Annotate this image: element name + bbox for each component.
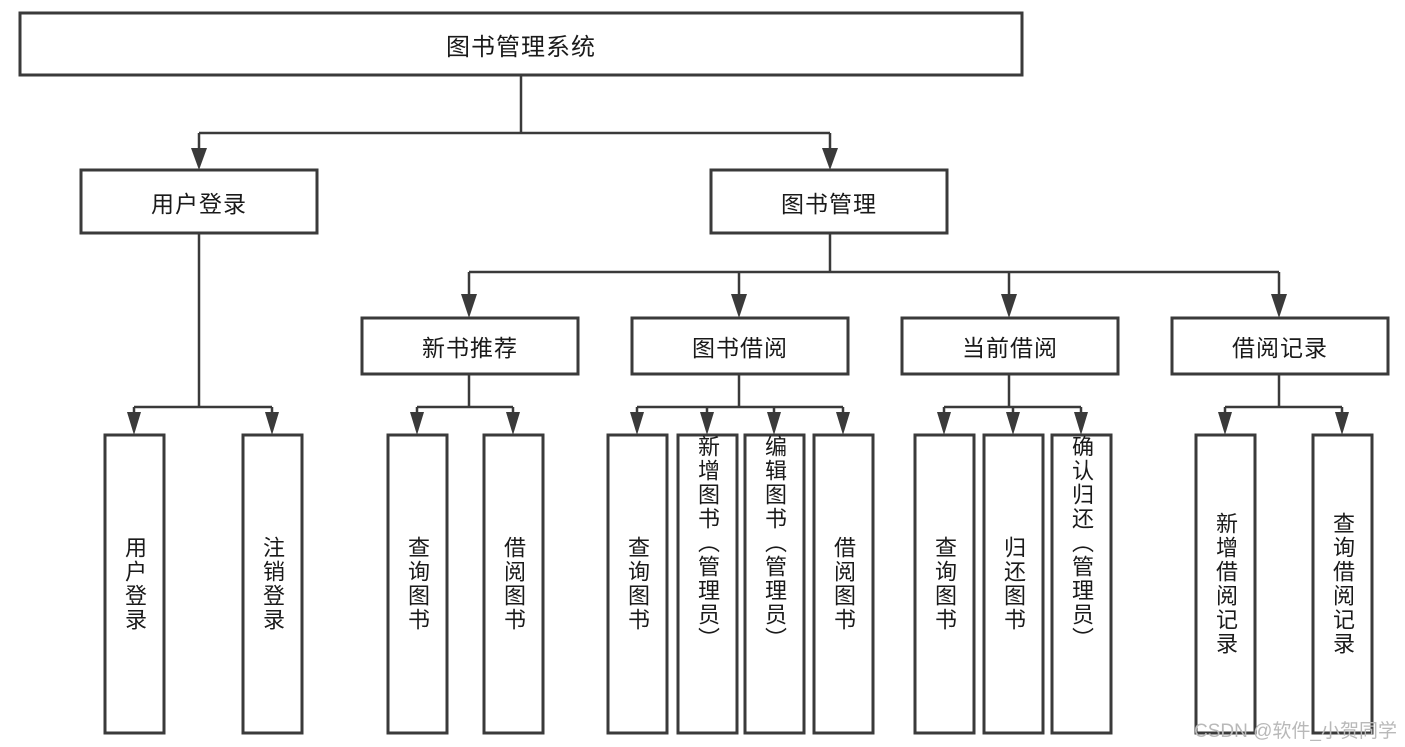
connectors bbox=[127, 75, 1349, 435]
arrow-to-current bbox=[1001, 294, 1017, 318]
arrow-to-leaf-confirm-return bbox=[1074, 412, 1088, 435]
node-box-leaf-query-book-1[interactable] bbox=[386, 433, 449, 735]
node-box-leaf-borrow-book-2[interactable] bbox=[812, 433, 875, 735]
arrow-to-record bbox=[1271, 294, 1287, 318]
arrow-to-newbook bbox=[461, 294, 477, 318]
node-box-book-management[interactable] bbox=[709, 168, 949, 235]
arrow-to-leaf-borrow-book-2 bbox=[836, 412, 850, 435]
node-box-new-book-recommend[interactable] bbox=[360, 316, 580, 376]
node-boxes bbox=[18, 11, 1390, 735]
node-box-borrow-record[interactable] bbox=[1170, 316, 1390, 376]
arrow-to-leaf-borrow-book-1 bbox=[506, 412, 520, 435]
arrow-to-leaf-add-record bbox=[1218, 412, 1232, 435]
node-box-current-borrow[interactable] bbox=[900, 316, 1120, 376]
node-box-leaf-logout[interactable] bbox=[241, 433, 304, 735]
node-box-leaf-return-book[interactable] bbox=[982, 433, 1045, 735]
arrow-to-leaf-add-book bbox=[700, 412, 714, 435]
watermark: CSDN @软件_小贺同学 bbox=[1194, 721, 1397, 742]
node-box-leaf-query-book-2[interactable] bbox=[606, 433, 669, 735]
arrow-to-borrow bbox=[731, 294, 747, 318]
node-box-leaf-add-record[interactable] bbox=[1194, 433, 1257, 735]
arrow-to-leaf-return-book bbox=[1006, 412, 1020, 435]
node-box-user-login[interactable] bbox=[79, 168, 319, 235]
arrow-to-leaf-query-book-2 bbox=[630, 412, 644, 435]
node-box-leaf-add-book[interactable] bbox=[676, 433, 739, 735]
node-box-leaf-confirm-return[interactable] bbox=[1050, 433, 1113, 735]
node-box-book-borrow[interactable] bbox=[630, 316, 850, 376]
arrow-to-leaf-query-book-1 bbox=[410, 412, 424, 435]
arrow-to-user-login bbox=[191, 148, 207, 170]
node-box-leaf-query-book-3[interactable] bbox=[913, 433, 976, 735]
node-box-leaf-edit-book[interactable] bbox=[743, 433, 806, 735]
arrow-to-leaf-query-record bbox=[1335, 412, 1349, 435]
node-box-root[interactable] bbox=[18, 11, 1024, 77]
arrow-to-leaf-logout bbox=[265, 412, 279, 435]
arrow-to-book-management bbox=[822, 148, 838, 170]
node-box-leaf-user-login[interactable] bbox=[103, 433, 166, 735]
arrow-to-leaf-user-login bbox=[127, 412, 141, 435]
arrow-to-leaf-edit-book bbox=[767, 412, 781, 435]
arrow-to-leaf-query-book-3 bbox=[937, 412, 951, 435]
node-box-leaf-query-record[interactable] bbox=[1311, 433, 1374, 735]
node-box-leaf-borrow-book-1[interactable] bbox=[482, 433, 545, 735]
